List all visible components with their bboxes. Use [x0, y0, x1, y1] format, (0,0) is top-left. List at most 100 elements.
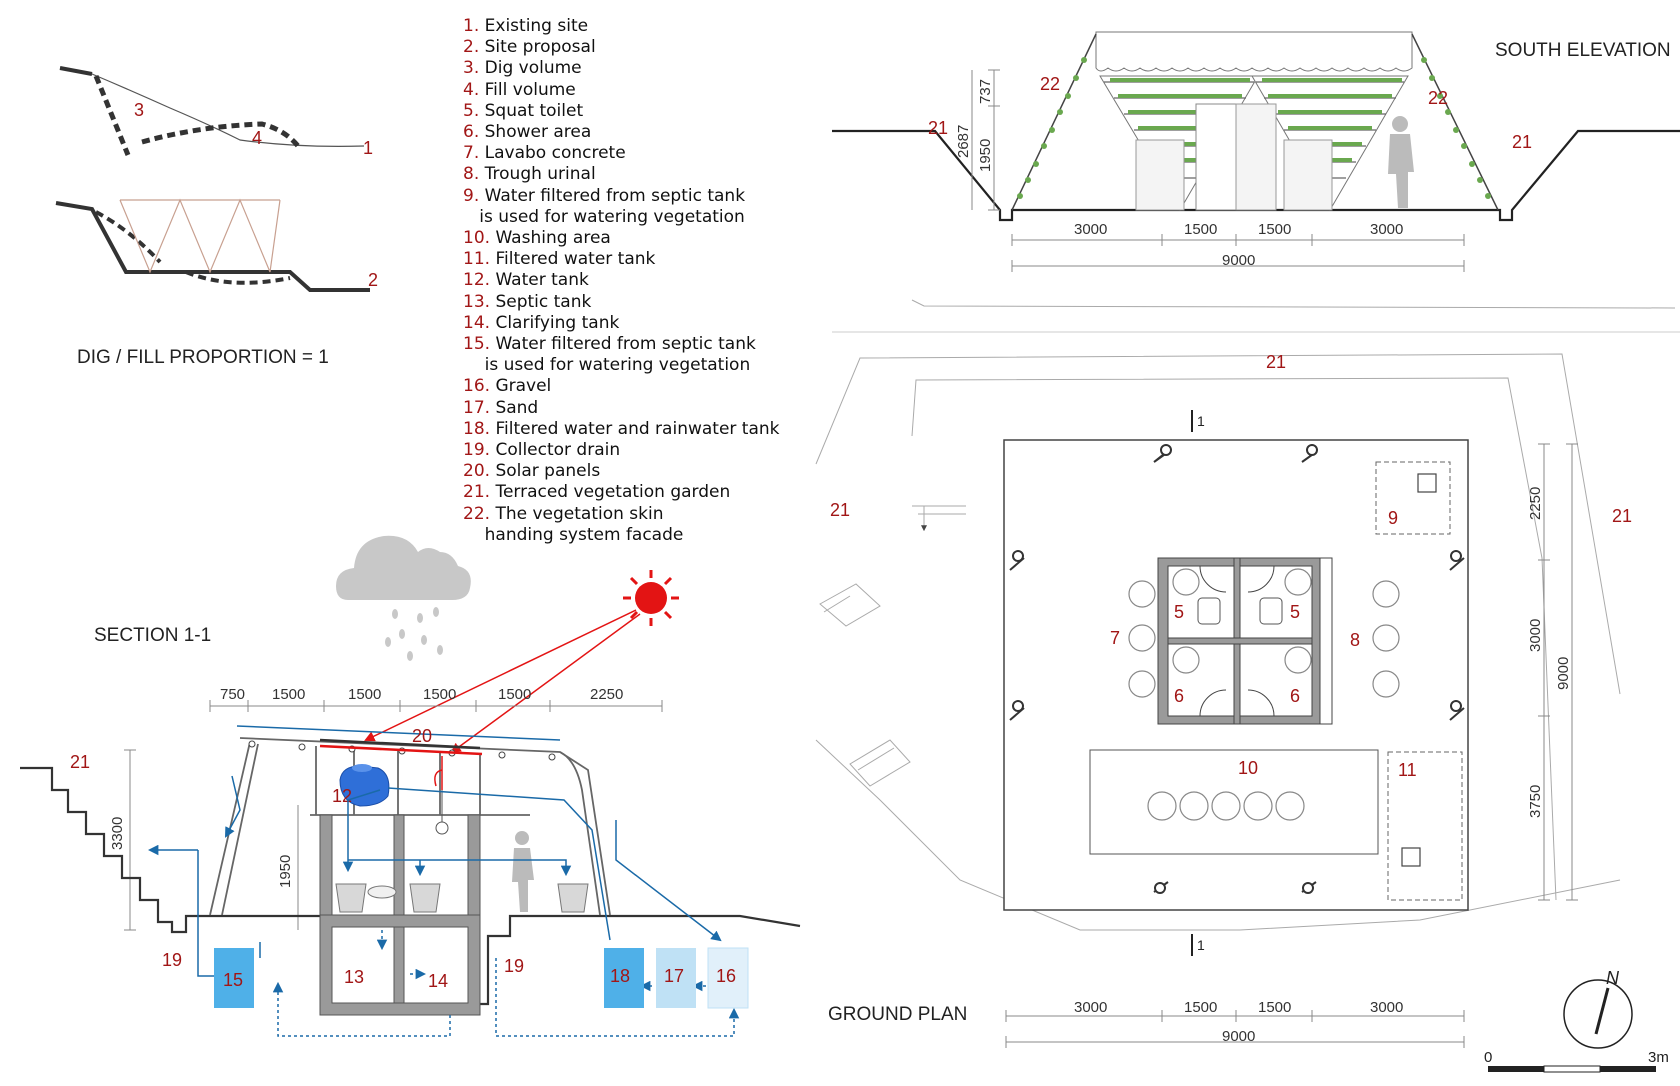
legend-text: Fill volume: [484, 79, 576, 100]
legend-item: 17. Sand: [463, 398, 823, 419]
plan-dim-right-3: 3750: [1527, 785, 1544, 818]
legend-text-continuation: handing system facade: [484, 524, 684, 545]
legend-item: 6. Shower area: [463, 122, 823, 143]
elev-dim-1: 3000: [1074, 221, 1107, 238]
legend-text: Existing site: [484, 16, 589, 36]
sun-icon: [623, 570, 679, 626]
legend-item: 1. Existing site: [463, 16, 823, 37]
plan-dim-right-1: 2250: [1527, 487, 1544, 520]
legend-text: Clarifying tank: [495, 312, 620, 333]
legend-number: 5.: [463, 100, 480, 121]
legend-item: 9. Water filtered from septic tank: [463, 186, 823, 207]
legend-item: 2. Site proposal: [463, 37, 823, 58]
elev-skin-right-label: 22: [1428, 88, 1448, 108]
scale-bar: 0 3m: [1484, 1049, 1669, 1073]
legend-number: 3.: [463, 58, 480, 79]
legend-text-continuation: is used for watering vegetation: [484, 355, 751, 376]
north-label: N: [1606, 968, 1620, 988]
legend-text: Filtered water tank: [495, 249, 656, 270]
elev-dim-4: 3000: [1370, 221, 1403, 238]
dig-label: 3: [134, 100, 144, 120]
legend-number: 20.: [463, 461, 491, 482]
legend-number: 4.: [463, 79, 480, 100]
legend-number: 15.: [463, 334, 491, 355]
section-dim-room: 1950: [277, 855, 294, 888]
facade-anchors: [1009, 444, 1465, 894]
legend-text: Squat toilet: [484, 100, 584, 121]
legend-text: Shower area: [484, 122, 592, 143]
lamp-icon: [435, 790, 449, 835]
plan-shower-b-label: 6: [1290, 686, 1300, 706]
scale-end: 3m: [1648, 1049, 1669, 1066]
legend-text: Site proposal: [484, 37, 596, 58]
legend-text: Lavabo concrete: [484, 143, 626, 164]
legend-item: 4. Fill volume: [463, 80, 823, 101]
legend-number: 13.: [463, 291, 491, 312]
dig-fill-title: DIG / FILL PROPORTION = 1: [77, 347, 329, 368]
legend-text: Terraced vegetation garden: [495, 482, 731, 503]
legend-item: 15. Water filtered from septic tank: [463, 334, 823, 355]
section-dim-1: 750: [220, 686, 245, 703]
section-dimensions: [124, 700, 663, 931]
elev-garden-right-label: 21: [1512, 132, 1532, 152]
section-rain-label: 18: [610, 966, 630, 986]
legend-item: 7. Lavabo concrete: [463, 143, 823, 164]
existing-label: 1: [363, 138, 373, 158]
sand-tank: [656, 948, 696, 1008]
plan-toilets: [1197, 597, 1283, 625]
legend-text: Water filtered from septic tank: [495, 334, 756, 355]
legend-item: 13. Septic tank: [463, 292, 823, 313]
scale-start: 0: [1484, 1049, 1492, 1066]
plan-section-mark-bottom: 1: [1197, 937, 1205, 953]
plan-dim-2: 1500: [1184, 999, 1217, 1016]
plan-garden-top-label: 21: [1266, 352, 1286, 372]
section-terrace-label: 21: [70, 752, 90, 772]
legend-number: 7.: [463, 143, 480, 164]
elevation-person: [1388, 116, 1414, 208]
person-silhouette: [512, 831, 534, 912]
plan-dim-total: 9000: [1222, 1028, 1255, 1045]
plan-dim-4: 3000: [1370, 999, 1403, 1016]
legend-item: 16. Gravel: [463, 376, 823, 397]
filtered-tank: [214, 948, 254, 1008]
section-drain-left-label: 19: [162, 950, 182, 970]
section-septic-label: 13: [344, 967, 364, 987]
cloud-icon: [336, 535, 471, 661]
elev-dim-total-h: 2687: [955, 125, 972, 158]
elev-skin-left-label: 22: [1040, 74, 1060, 94]
legend-number: 6.: [463, 122, 480, 143]
elevation-title: SOUTH ELEVATION: [1495, 40, 1671, 61]
plan-filter-label: 9: [1388, 508, 1398, 528]
section-gravel-label: 16: [716, 966, 736, 986]
legend-item: 21. Terraced vegetation garden: [463, 482, 823, 503]
section-dim-4: 1500: [423, 686, 456, 703]
legend-item-continuation: handing system facade: [463, 525, 823, 546]
legend-number: 18.: [463, 418, 491, 439]
section-dim-6: 2250: [590, 686, 623, 703]
legend-number: 12.: [463, 270, 491, 291]
legend-text: Gravel: [495, 376, 552, 397]
section-clarify-label: 14: [428, 971, 448, 991]
legend-number: 16.: [463, 376, 491, 397]
section-dim-height: 3300: [109, 817, 126, 850]
section-fixtures: [335, 883, 589, 913]
section-dim-3: 1500: [348, 686, 381, 703]
plan-section-mark-top: 1: [1197, 413, 1205, 429]
elev-dim-3: 1500: [1258, 221, 1291, 238]
legend-number: 19.: [463, 440, 491, 461]
legend-number: 14.: [463, 312, 491, 333]
elev-dim-roof: 737: [977, 79, 994, 104]
plan-toilet-b-label: 5: [1290, 602, 1300, 622]
plan-garden-right-label: 21: [1612, 506, 1632, 526]
legend-number: 21.: [463, 482, 491, 503]
plan-dim-3: 1500: [1258, 999, 1291, 1016]
elev-dim-2: 1500: [1184, 221, 1217, 238]
north-arrow-icon: N: [1563, 968, 1633, 1049]
dig-fill-diagram: 3 4 1 2 DIG / FILL PROPORTION = 1: [55, 66, 378, 368]
legend-text: Filtered water and rainwater tank: [495, 418, 780, 439]
section-sand-label: 17: [664, 966, 684, 986]
legend-number: 17.: [463, 397, 491, 418]
elev-dim-room: 1950: [977, 139, 994, 172]
legend-item: 11. Filtered water tank: [463, 249, 823, 270]
